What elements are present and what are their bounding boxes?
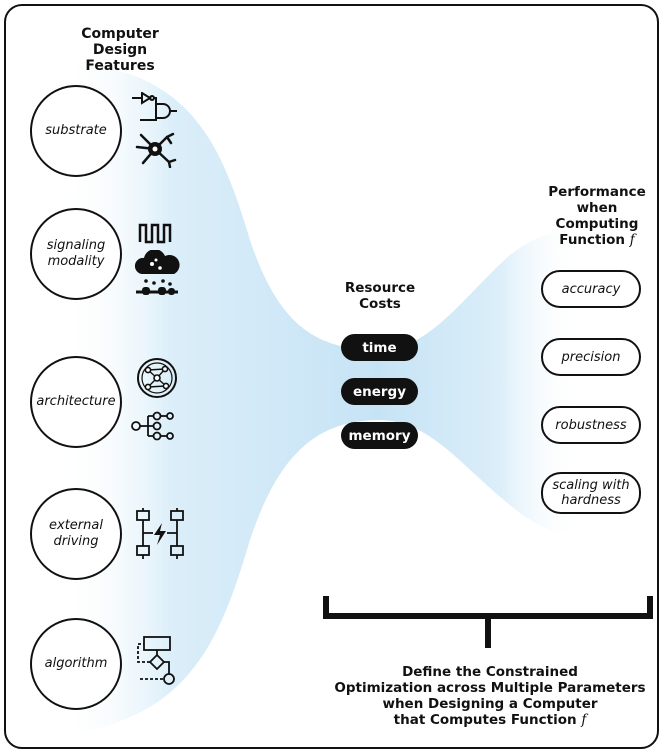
square-wave-icon [138,223,172,244]
right-heading: Performance when Computing Function f [535,184,659,248]
performance-accuracy: accuracy [541,270,641,308]
flowchart-icon [137,636,175,685]
left-heading-line1: Computer [81,26,159,42]
driven-circuit-icon [136,508,184,559]
right-heading-line1: Performance [548,184,646,200]
cloud-signal-icon [134,250,180,295]
feature-architecture: architecture [30,356,122,448]
cost-memory: memory [341,422,418,449]
center-heading: Resource Costs [330,280,430,312]
bottom-caption: Define the Constrained Optimization acro… [330,664,650,728]
feature-external-driving: external driving [30,488,122,580]
right-heading-line2: when Computing [555,200,639,232]
cost-energy: energy [341,378,418,405]
performance-robustness: robustness [541,406,641,444]
caption-line4-text: that Computes Function [393,712,577,728]
feature-signaling-modality: signaling modality [30,208,122,300]
caption-line3: when Designing a Computer [382,696,598,712]
network-ring-icon [137,358,177,398]
neuron-icon [135,132,177,168]
left-heading: Computer Design Features [60,26,180,74]
performance-precision: precision [541,338,641,376]
left-heading-line2: Design Features [85,42,155,74]
feature-label: signaling modality [46,238,106,269]
right-heading-line3: Function f [535,232,659,248]
caption-function-symbol: f [581,712,587,728]
logic-gate-icon [132,92,177,121]
caption-line4: that Computes Function f [330,712,650,728]
bracket [323,596,653,648]
feature-label: algorithm [44,656,108,671]
function-symbol: f [629,232,635,248]
right-heading-function: Function [559,232,626,248]
tree-graph-icon [131,411,174,441]
feature-label: substrate [45,123,107,138]
figure-frame [4,4,659,749]
cost-time: time [341,334,418,361]
center-heading-line2: Costs [359,296,401,312]
feature-algorithm: algorithm [30,618,122,710]
right-funnel [378,230,580,535]
caption-line2: Optimization across Multiple Parameters [334,680,646,696]
feature-label: architecture [36,394,116,409]
feature-label: external driving [49,518,103,549]
performance-scaling-with-hardness: scaling with hardness [541,472,641,514]
feature-substrate: substrate [30,85,122,177]
center-heading-line1: Resource [344,280,416,296]
caption-line1: Define the Constrained [402,664,578,680]
